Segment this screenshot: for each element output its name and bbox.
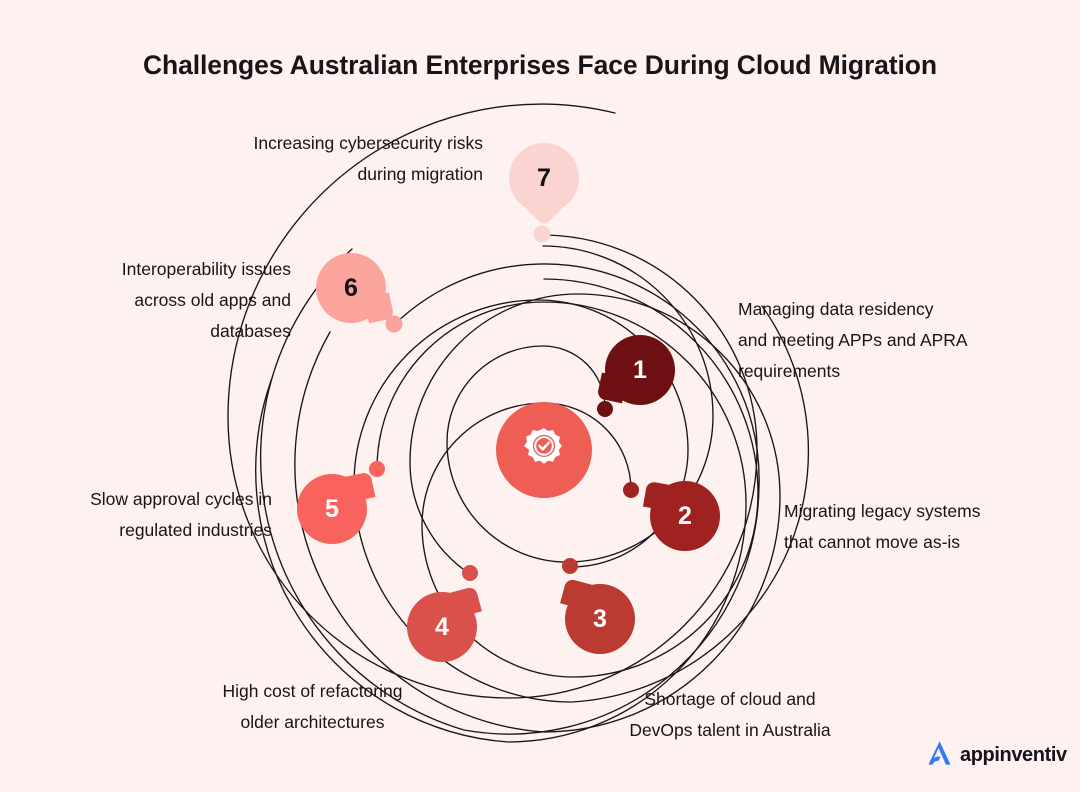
caption-6: Interoperability issues across old apps … [55, 254, 291, 347]
caption-3-line-2: DevOps talent in Australia [629, 720, 831, 741]
caption-1: Managing data residency and meeting APPs… [738, 294, 1038, 387]
marker-3[interactable]: 3 [560, 578, 635, 654]
caption-1-line-1: Managing data residency [738, 299, 934, 319]
marker-1[interactable]: 1 [596, 335, 675, 405]
marker-7[interactable]: 7 [509, 143, 579, 227]
gear-check-icon [521, 425, 567, 476]
marker-6[interactable]: 6 [316, 253, 395, 324]
marker-7-number: 7 [537, 163, 551, 192]
caption-7-line-2: during migration [357, 164, 483, 185]
caption-4-line-1: High cost of refactoring [222, 681, 403, 701]
marker-1-number: 1 [633, 355, 647, 384]
caption-6-line-3: databases [210, 321, 291, 342]
marker-2-number: 2 [678, 501, 692, 530]
caption-4-line-2: older architectures [240, 712, 385, 733]
caption-2-line-1: Migrating legacy systems [784, 501, 981, 521]
marker-6-number: 6 [344, 273, 358, 302]
caption-4: High cost of refactoring older architect… [180, 676, 445, 738]
caption-3: Shortage of cloud and DevOps talent in A… [581, 684, 879, 746]
page-title: Challenges Australian Enterprises Face D… [143, 50, 937, 80]
connector-dot-7 [533, 225, 551, 243]
caption-6-line-1: Interoperability issues [121, 259, 291, 279]
caption-6-line-2: across old apps and [134, 290, 291, 311]
marker-4-number: 4 [435, 612, 449, 641]
caption-7: Increasing cybersecurity risks during mi… [180, 128, 483, 190]
marker-4[interactable]: 4 [407, 586, 482, 662]
connector-dot-4 [462, 565, 478, 581]
marker-3-number: 3 [593, 604, 607, 633]
connector-dot-6 [385, 315, 403, 333]
brand-name: appinventiv [960, 744, 1067, 766]
caption-1-line-2: and meeting APPs and APRA [738, 330, 968, 351]
caption-3-line-1: Shortage of cloud and [644, 689, 816, 709]
center-hub [496, 402, 592, 498]
appinventiv-a-mark-icon [925, 738, 955, 773]
connector-dot-1 [597, 401, 613, 417]
caption-1-line-3: requirements [738, 361, 841, 382]
caption-5-line-2: regulated industries [119, 520, 272, 541]
marker-5-number: 5 [325, 494, 339, 523]
connector-dot-2 [623, 482, 639, 498]
brand-logo[interactable]: appinventiv [925, 738, 1067, 773]
caption-7-line-1: Increasing cybersecurity risks [253, 133, 483, 153]
connector-dot-5 [369, 461, 385, 477]
marker-5[interactable]: 5 [297, 471, 376, 544]
caption-5: Slow approval cycles in regulated indust… [22, 484, 272, 546]
caption-5-line-1: Slow approval cycles in [90, 489, 272, 509]
marker-2[interactable]: 2 [642, 480, 720, 551]
caption-2: Migrating legacy systems that cannot mov… [784, 496, 1044, 558]
caption-2-line-2: that cannot move as-is [784, 532, 961, 553]
connector-dot-3 [562, 558, 578, 574]
